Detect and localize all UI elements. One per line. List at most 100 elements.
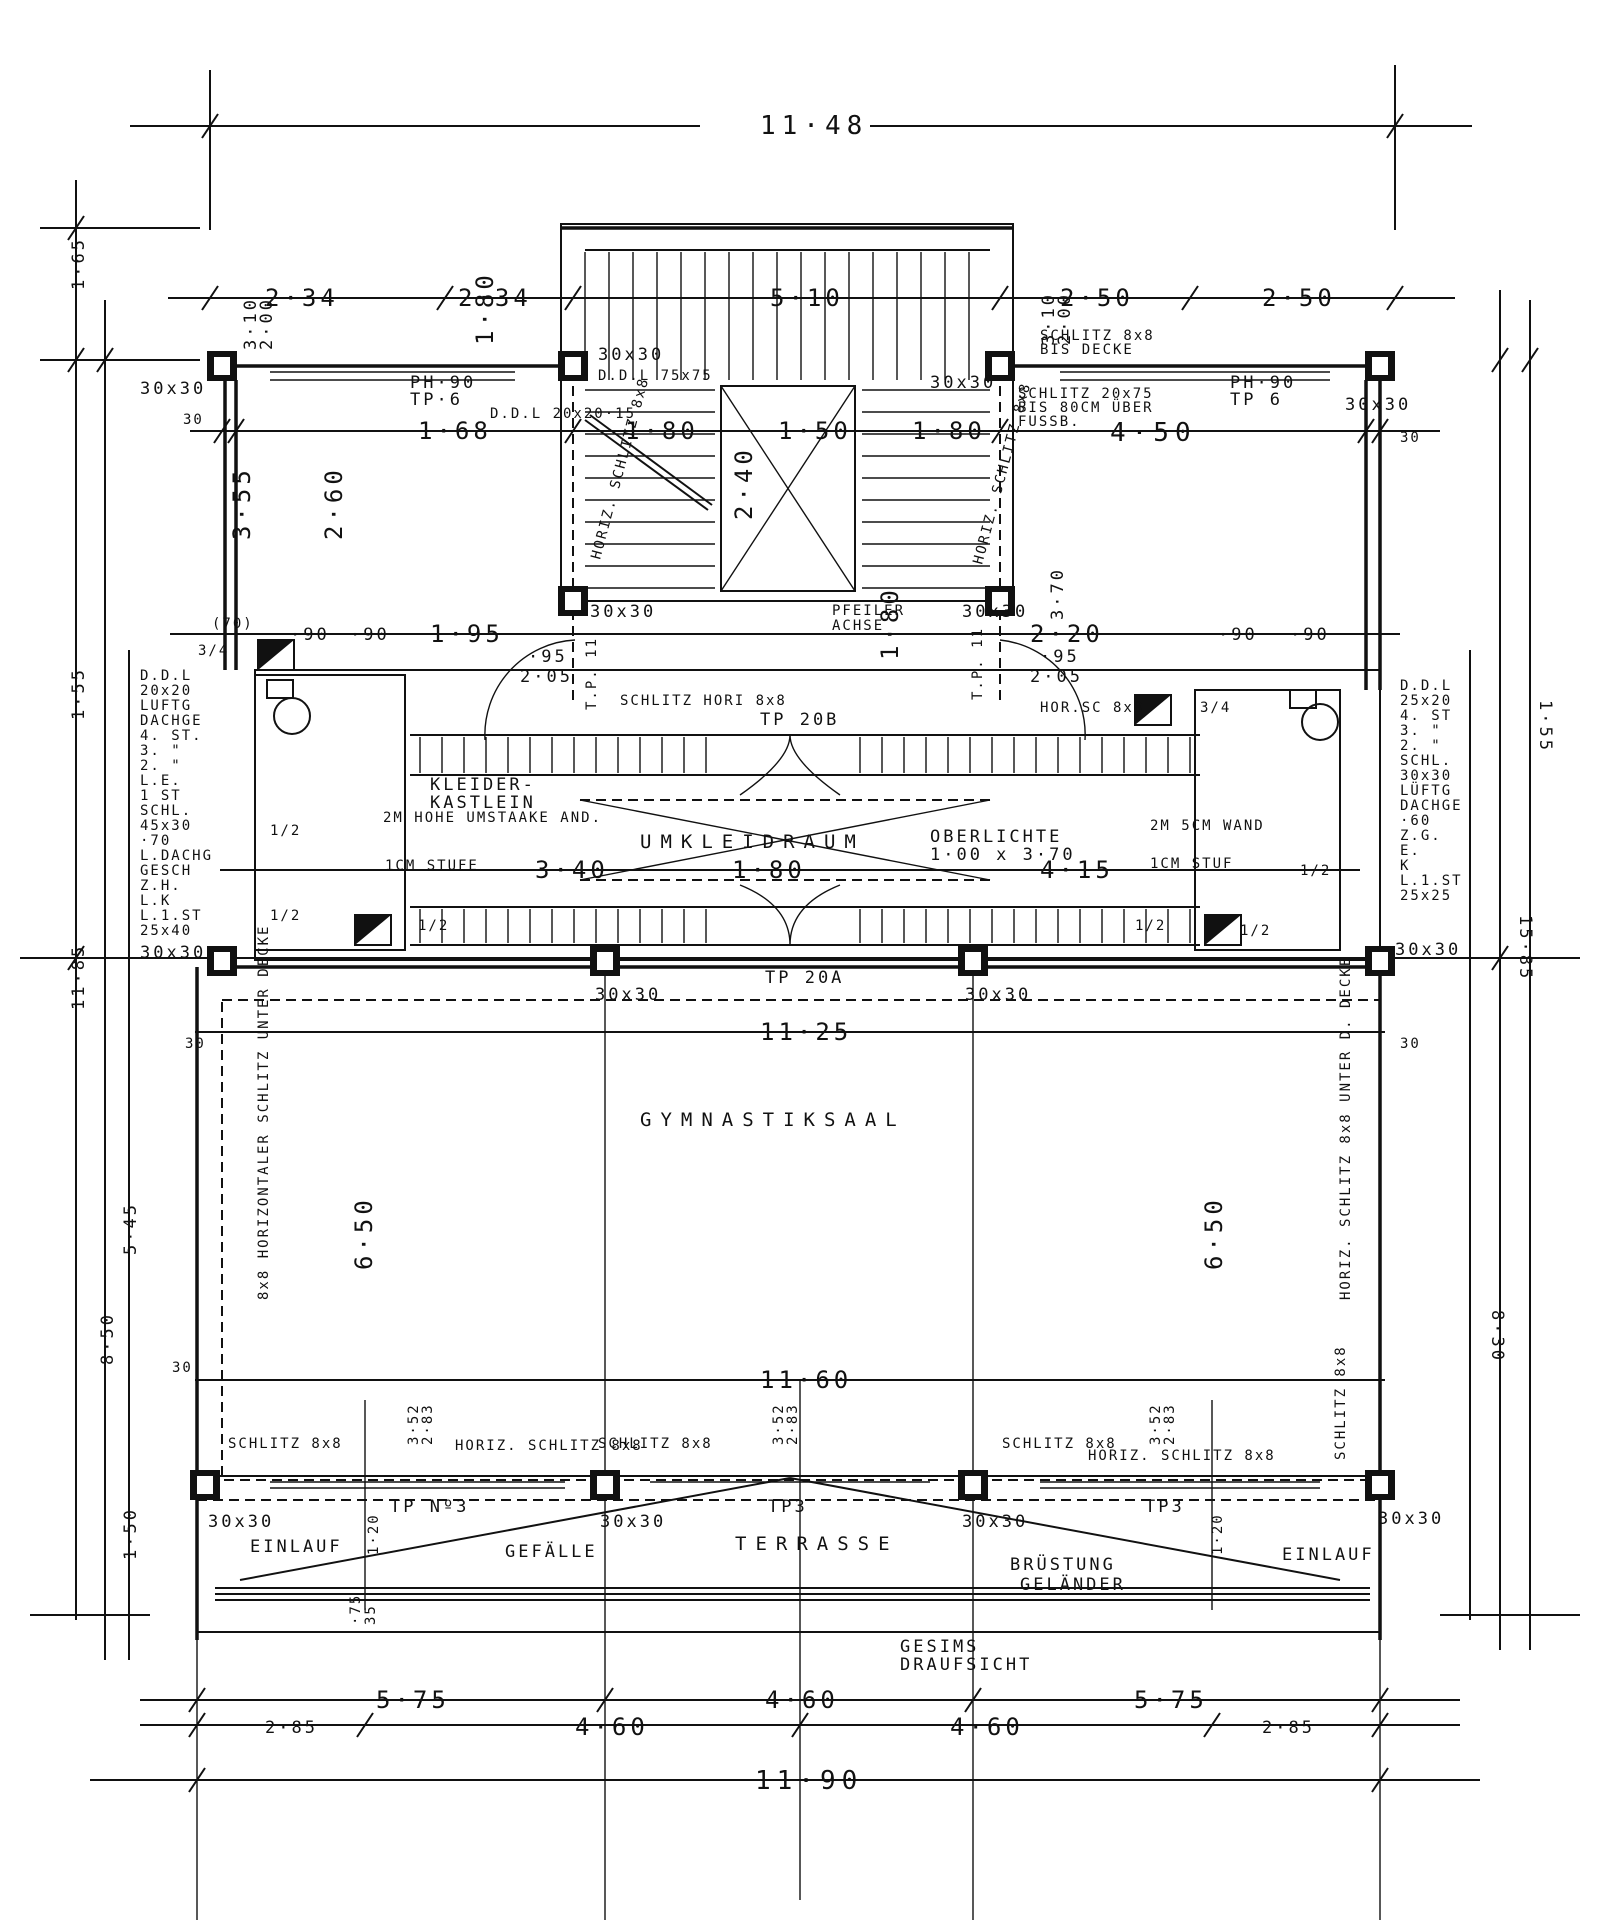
dimension-tick (596, 1687, 614, 1713)
legend-item: LÜFTG (1400, 781, 1452, 799)
legend-item: 1 ST (140, 788, 182, 804)
legend-item: 3. " (1400, 723, 1442, 739)
note: SCHLITZ 8x8 (1002, 1436, 1117, 1452)
dimension-tick (1357, 418, 1375, 444)
legend-item: 25x25 (1400, 888, 1452, 904)
note: 2·83 (420, 1403, 436, 1445)
dim: 11·25 (760, 1018, 852, 1046)
dim: 1·50 (121, 1507, 141, 1560)
legend-item: GESCH (140, 863, 192, 879)
legend-item: K (1400, 858, 1410, 874)
column-core (597, 952, 613, 970)
note: D.D.L 20x20·15 (490, 406, 636, 422)
dim: 1·55 (69, 667, 89, 720)
column-core (1372, 1476, 1388, 1494)
dim: 4·60 (575, 1713, 649, 1741)
note: 30 (185, 1036, 206, 1052)
note: GELÄNDER (1020, 1574, 1126, 1595)
dim: 3·10 (241, 297, 261, 350)
column-label: 30x30 (962, 1512, 1028, 1532)
dim: ·90 (1290, 625, 1330, 645)
dimension-tick (96, 347, 114, 373)
dim: 2·85 (265, 1718, 318, 1738)
shaft-fill (355, 915, 391, 945)
dim: 3·40 (535, 856, 609, 884)
legend-item: Z.G. (1400, 828, 1442, 844)
dim: 6·50 (1200, 1196, 1228, 1270)
dimension-tick (1386, 285, 1404, 311)
dim: 1·65 (69, 237, 89, 290)
note: 1CM STUF (1150, 856, 1233, 872)
dimension-tick (201, 113, 219, 139)
legend-item: 25x40 (140, 923, 192, 939)
note: ACHSE (832, 618, 884, 634)
note: TP3 (768, 1497, 808, 1517)
dim: 1·95 (430, 620, 504, 648)
column-core (965, 952, 981, 970)
dim: 15·85 (1515, 915, 1535, 981)
legend-item: L.1.ST (140, 908, 203, 924)
dim: 2·40 (730, 446, 758, 520)
note: 2·83 (785, 1403, 801, 1445)
dim: 1·80 (732, 856, 806, 884)
dim-total-top: 11·48 (760, 111, 868, 141)
dim: 2·85 (1262, 1718, 1315, 1738)
note: GEFÄLLE (505, 1541, 598, 1562)
note: TP3 (1145, 1497, 1185, 1517)
legend-item: L.DACHG (140, 848, 213, 864)
note: TP Nº3 (390, 1497, 469, 1517)
note: 35 (363, 1604, 379, 1625)
note: OBERLICHTE (930, 827, 1062, 847)
fixture-labels: 3/4 1/2 1/2 1/2 3/4 1/2 1/2 1/2 (198, 643, 1329, 939)
note: FUSSB. (1018, 414, 1081, 430)
dim: 3·70 (1048, 567, 1068, 620)
legend-item: D.D.L (140, 668, 192, 684)
note: T.P. 11 (584, 637, 600, 710)
note: DRAUFSICHT (900, 1655, 1032, 1675)
dim: 1·80 (625, 417, 699, 445)
column-core (597, 1476, 613, 1494)
note: 3·52 (406, 1403, 422, 1445)
legend-item: SCHL. (140, 803, 192, 819)
dimension-tick (67, 945, 85, 971)
fixture-label: 1/2 (1240, 923, 1271, 939)
column-label: 30x30 (208, 1512, 274, 1532)
fixture-label: 1/2 (270, 908, 301, 924)
note: 2M HOHE UMSTAAKE AND. (383, 810, 602, 826)
column-label: 30x30 (962, 602, 1028, 622)
dim: 5·75 (376, 1686, 450, 1714)
column-core (1372, 952, 1388, 970)
dim: 4·50 (1110, 418, 1197, 448)
column-core (992, 357, 1008, 375)
dim: ·95 (1040, 647, 1080, 667)
dim: 2·34 (265, 284, 339, 312)
legend-item: 3. " (140, 743, 182, 759)
note: GESIMS (900, 1637, 979, 1657)
dim: 8·30 (1487, 1310, 1507, 1363)
note: (70) (212, 616, 254, 632)
fixture-label: 3/4 (198, 643, 229, 659)
dim: 2·20 (1030, 620, 1104, 648)
note: EINLAUF (250, 1537, 343, 1557)
fixture-label: 3/4 (1200, 700, 1231, 716)
legend-item: 45x30 (140, 818, 192, 834)
note: T.P. 11 (970, 627, 986, 700)
dimension-tick (1491, 945, 1509, 971)
dim: 2·00 (257, 297, 277, 350)
note: 2·83 (1162, 1403, 1178, 1445)
dimension-tick (1521, 347, 1539, 373)
dimension-tick (356, 1712, 374, 1738)
shaft-fill (258, 640, 294, 670)
dim: 2·05 (520, 667, 573, 687)
note: SCHLITZ 8x8 (228, 1436, 343, 1452)
note: 30 (1400, 430, 1421, 446)
plan-geometry (20, 65, 1580, 1920)
dimension-tick (1371, 1687, 1389, 1713)
dimension-labels: 11·48 2·34 2·34 5·10 2·50 2·50 1·68 1·80… (69, 111, 1555, 1796)
dimension-tick (436, 285, 454, 311)
dim: 4·60 (950, 1713, 1024, 1741)
note: PH·90 (410, 373, 476, 393)
dimension-tick (67, 347, 85, 373)
note: HORIZ. SCHLITZ 8x8 (1088, 1448, 1276, 1464)
